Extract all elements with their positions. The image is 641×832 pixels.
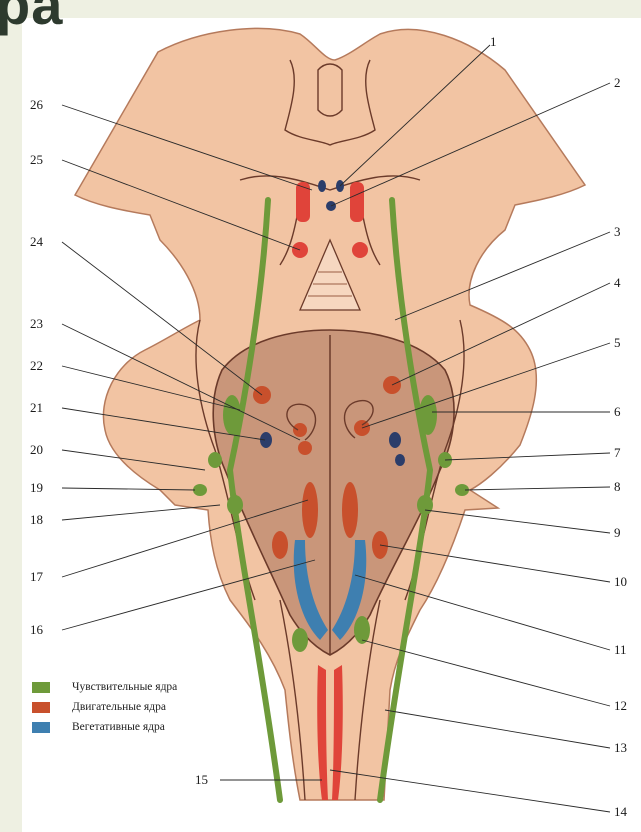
legend-item-sensory: Чувствительные ядра — [32, 677, 177, 697]
legend-item-vegetative: Вегетативные ядра — [32, 717, 177, 737]
label-11: 11 — [614, 642, 627, 657]
label-25: 25 — [30, 152, 43, 167]
label-22: 22 — [30, 358, 43, 373]
label-10: 10 — [614, 574, 627, 589]
label-7: 7 — [614, 445, 621, 460]
label-8: 8 — [614, 479, 621, 494]
label-6: 6 — [614, 404, 621, 419]
label-15: 15 — [195, 772, 208, 787]
label-1: 1 — [490, 34, 497, 49]
label-18: 18 — [30, 512, 43, 527]
label-13: 13 — [614, 740, 627, 755]
label-9: 9 — [614, 525, 621, 540]
label-21: 21 — [30, 400, 43, 415]
label-24: 24 — [30, 234, 44, 249]
label-12: 12 — [614, 698, 627, 713]
label-19: 19 — [30, 480, 43, 495]
legend-label-sensory: Чувствительные ядра — [72, 681, 177, 693]
label-2: 2 — [614, 75, 621, 90]
legend-item-motor: Двигательные ядра — [32, 697, 177, 717]
legend-swatch-motor — [32, 702, 50, 713]
label-5: 5 — [614, 335, 621, 350]
label-17: 17 — [30, 569, 44, 584]
legend: Чувствительные ядра Двигательные ядра Ве… — [32, 677, 177, 737]
label-16: 16 — [30, 622, 44, 637]
legend-swatch-sensory — [32, 682, 50, 693]
label-3: 3 — [614, 224, 621, 239]
label-20: 20 — [30, 442, 43, 457]
label-4: 4 — [614, 275, 621, 290]
label-14: 14 — [614, 804, 628, 819]
legend-label-vegetative: Вегетативные ядра — [72, 721, 165, 733]
legend-label-motor: Двигательные ядра — [72, 701, 166, 713]
label-23: 23 — [30, 316, 43, 331]
legend-swatch-vegetative — [32, 722, 50, 733]
label-26: 26 — [30, 97, 44, 112]
